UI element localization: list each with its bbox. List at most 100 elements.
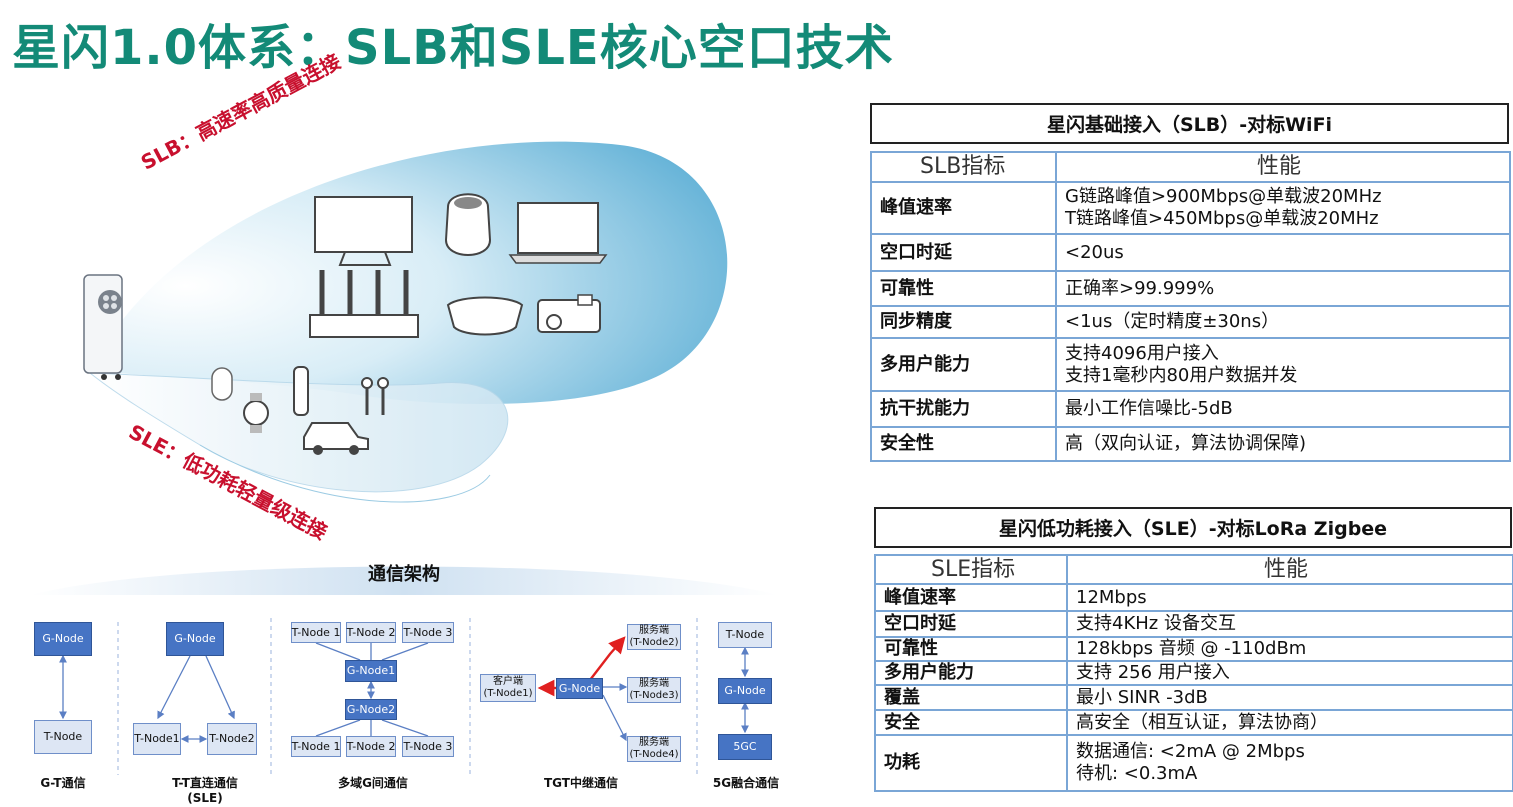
slb-value-line: T链路峰值>450Mbps@单载波20MHz xyxy=(1065,208,1379,229)
sle-value-cell: 高安全（相互认证，算法协商） xyxy=(1066,709,1513,736)
slb-metric-cell: 空口时延 xyxy=(870,233,1057,272)
smart-speaker-icon xyxy=(444,193,492,256)
md-top-tnode1: T-Node 1 xyxy=(291,622,341,643)
architecture-diagram: G-Node T-Node G-T通信 G-Node T-Node1 T-Nod… xyxy=(0,590,800,807)
vr-glasses-icon xyxy=(446,296,524,336)
fitness-band-icon xyxy=(293,366,309,416)
sle-value-line: 最小 SINR -3dB xyxy=(1076,686,1208,708)
tgt-caption: TGT中继通信 xyxy=(543,776,618,790)
sle-metric-cell: 空口时延 xyxy=(874,610,1068,638)
slb-value-line: 支持4096用户接入 xyxy=(1065,342,1219,364)
slb-row: 安全性高（双向认证，算法协调保障) xyxy=(870,426,1511,462)
slb-value-cell: 正确率>99.999% xyxy=(1055,270,1511,307)
sle-row: 覆盖最小 SINR -3dB xyxy=(874,684,1513,711)
arch-banner xyxy=(30,566,778,595)
sle-header-performance: 性能 xyxy=(1066,554,1513,585)
sle-value-cell: 支持 256 用户接入 xyxy=(1066,660,1513,686)
md-bottom-tnode3: T-Node 3 xyxy=(402,736,454,757)
slb-table-title: 星闪基础接入（SLB）-对标WiFi xyxy=(870,103,1509,144)
slb-value-line: 支持1毫秒内80用户数据并发 xyxy=(1065,364,1298,386)
router-icon xyxy=(309,270,419,338)
md-caption: 多域G间通信 xyxy=(338,776,408,790)
sle-row: 空口时延支持4KHz 设备交互 xyxy=(874,610,1513,638)
fiveg-g-node: G-Node xyxy=(718,678,772,704)
mouse-icon xyxy=(211,367,233,401)
sle-value-line: 高安全（相互认证，算法协商） xyxy=(1076,711,1328,733)
slb-value-line: <20us xyxy=(1065,241,1124,263)
slb-value-line: 高（双向认证，算法协调保障) xyxy=(1065,433,1307,454)
phone-icon xyxy=(83,274,123,380)
laptop-icon xyxy=(508,202,608,264)
fiveg-5gc-node: 5GC xyxy=(718,734,772,760)
md-g-node1: G-Node1 xyxy=(345,660,397,682)
slb-value-line: <1us（定时精度±30ns） xyxy=(1065,311,1280,332)
sle-metric-cell: 可靠性 xyxy=(874,636,1068,662)
fiveg-caption: 5G融合通信 xyxy=(712,776,780,790)
gt-caption: G-T通信 xyxy=(40,776,86,790)
sle-value-cell: 最小 SINR -3dB xyxy=(1066,684,1513,711)
slb-row: 抗干扰能力最小工作信噪比-5dB xyxy=(870,390,1511,428)
tgt-g-node: G-Node xyxy=(556,678,603,699)
tgt-server-node4: 服务端 (T-Node4) xyxy=(627,736,681,762)
car-icon xyxy=(303,422,369,455)
slb-value-cell: <20us xyxy=(1055,233,1511,272)
md-bottom-tnode2: T-Node 2 xyxy=(346,736,396,757)
slb-metric-cell: 峰值速率 xyxy=(870,181,1057,235)
connectivity-illustration xyxy=(83,141,728,503)
monitor-icon xyxy=(314,196,413,266)
tt-t-node1: T-Node1 xyxy=(133,723,181,755)
sle-metric-cell: 多用户能力 xyxy=(874,660,1068,686)
slb-header-metric: SLB指标 xyxy=(870,151,1057,183)
tgt-server3-id: (T-Node3) xyxy=(629,690,679,701)
page-title: 星闪1.0体系：SLB和SLE核心空口技术 xyxy=(12,20,894,76)
tgt-client-role: 客户端 xyxy=(493,676,523,687)
fiveg-t-node: T-Node xyxy=(718,622,772,648)
slb-metric-cell: 多用户能力 xyxy=(870,337,1057,392)
slb-value-line: G链路峰值>900Mbps@单载波20MHz xyxy=(1065,186,1382,207)
sle-row: 可靠性 128kbps 音频 @ -110dBm xyxy=(874,636,1513,662)
slb-row: 多用户能力支持4096用户接入支持1毫秒内80用户数据并发 xyxy=(870,337,1511,392)
slb-metric-cell: 抗干扰能力 xyxy=(870,390,1057,428)
tgt-server-node2: 服务端 (T-Node2) xyxy=(627,624,681,650)
arch-title: 通信架构 xyxy=(368,564,440,585)
sle-metric-cell: 安全 xyxy=(874,709,1068,736)
gt-t-node: T-Node xyxy=(34,720,92,754)
sle-value-line: 数据通信: <2mA @ 2Mbps xyxy=(1076,741,1305,762)
slb-row: 同步精度<1us（定时精度±30ns） xyxy=(870,305,1511,339)
sle-value-cell: 128kbps 音频 @ -110dBm xyxy=(1066,636,1513,662)
sle-metric-cell: 峰值速率 xyxy=(874,583,1068,612)
sle-value-line: 128kbps 音频 @ -110dBm xyxy=(1076,638,1307,659)
tt-caption: T-T直连通信 xyxy=(172,776,238,790)
slb-value-cell: <1us（定时精度±30ns） xyxy=(1055,305,1511,339)
sle-metric-cell: 覆盖 xyxy=(874,684,1068,711)
slb-beam xyxy=(90,141,728,404)
slb-value-line: 正确率>99.999% xyxy=(1065,277,1215,299)
tgt-client-node: 客户端 (T-Node1) xyxy=(480,674,536,702)
tgt-server3-role: 服务端 xyxy=(639,678,669,689)
slb-value-cell: 最小工作信噪比-5dB xyxy=(1055,390,1511,428)
tgt-server2-id: (T-Node2) xyxy=(629,637,679,648)
sle-metric-cell: 功耗 xyxy=(874,734,1068,792)
sle-value-cell: 12Mbps xyxy=(1066,583,1513,612)
tgt-client-id: (T-Node1) xyxy=(483,688,533,699)
slb-header-performance: 性能 xyxy=(1055,151,1511,183)
sle-row: 多用户能力支持 256 用户接入 xyxy=(874,660,1513,686)
gt-g-node: G-Node xyxy=(34,622,92,656)
car-ai-icon xyxy=(537,294,601,333)
tgt-server4-role: 服务端 xyxy=(639,737,669,748)
tt-g-node: G-Node xyxy=(166,622,224,656)
slb-metric-cell: 安全性 xyxy=(870,426,1057,462)
tgt-server4-id: (T-Node4) xyxy=(629,749,679,760)
earbuds-icon xyxy=(361,377,389,415)
sle-row: 安全高安全（相互认证，算法协商） xyxy=(874,709,1513,736)
slb-row: 可靠性正确率>99.999% xyxy=(870,270,1511,307)
sle-value-line: 支持 256 用户接入 xyxy=(1076,662,1230,683)
arch-connectors xyxy=(59,618,749,775)
sle-value-cell: 支持4KHz 设备交互 xyxy=(1066,610,1513,638)
tgt-server2-role: 服务端 xyxy=(639,625,669,636)
